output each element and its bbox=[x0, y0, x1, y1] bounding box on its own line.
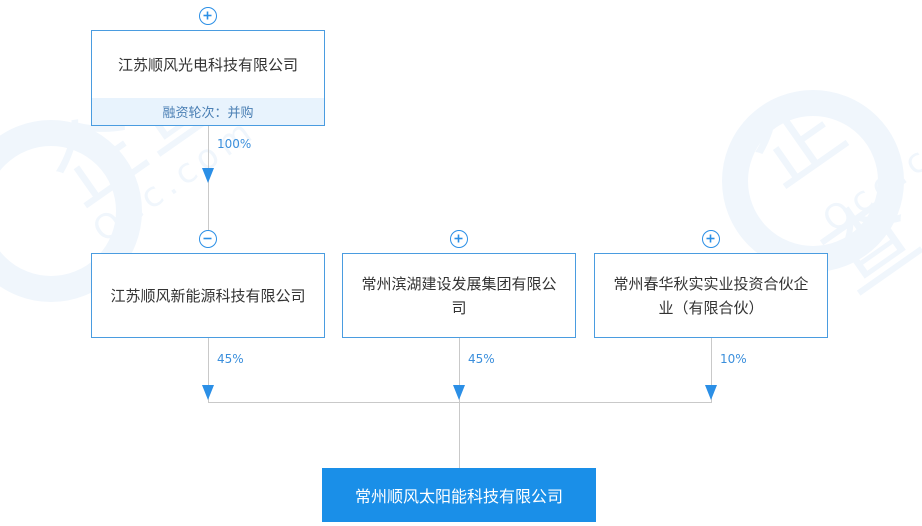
top-company-node[interactable]: 江苏顺风光电科技有限公司 融资轮次：并购 bbox=[91, 30, 325, 126]
connector-middle1-down bbox=[208, 338, 209, 402]
financing-round-tag: 融资轮次：并购 bbox=[92, 98, 324, 125]
arrow-to-target-2 bbox=[453, 385, 465, 400]
target-company-name[interactable]: 常州顺风太阳能科技有限公司 bbox=[354, 487, 563, 506]
target-company-node[interactable]: 常州顺风太阳能科技有限公司 bbox=[322, 468, 596, 522]
middle-company-node-1[interactable]: 江苏顺风新能源科技有限公司 bbox=[91, 253, 325, 338]
arrow-to-target-1 bbox=[202, 385, 214, 400]
connector-middle3-down bbox=[711, 338, 712, 402]
share-percent-top: 100% bbox=[217, 137, 252, 151]
top-company-name[interactable]: 江苏顺风光电科技有限公司 bbox=[117, 55, 298, 74]
connector-middle2-down bbox=[459, 338, 460, 468]
arrow-to-target-3 bbox=[705, 385, 717, 400]
plus-icon bbox=[454, 234, 463, 243]
expand-middle2-button[interactable] bbox=[450, 230, 468, 248]
collapse-middle1-button[interactable] bbox=[199, 230, 217, 248]
plus-icon bbox=[203, 11, 212, 20]
plus-icon bbox=[706, 234, 715, 243]
middle-company-name-2[interactable]: 常州滨湖建设发展集团有限公司 bbox=[361, 274, 557, 317]
watermark-logo-right bbox=[722, 90, 904, 272]
minus-icon bbox=[203, 237, 212, 240]
middle-company-name-1[interactable]: 江苏顺风新能源科技有限公司 bbox=[110, 286, 306, 305]
expand-middle3-button[interactable] bbox=[702, 230, 720, 248]
arrow-to-middle1 bbox=[202, 168, 214, 183]
share-percent-middle1: 45% bbox=[217, 352, 244, 366]
expand-top-company-button[interactable] bbox=[199, 7, 217, 25]
middle-company-node-2[interactable]: 常州滨湖建设发展集团有限公司 bbox=[342, 253, 576, 338]
share-percent-middle2: 45% bbox=[468, 352, 495, 366]
share-percent-middle3: 10% bbox=[720, 352, 747, 366]
middle-company-name-3[interactable]: 常州春华秋实实业投资合伙企业（有限合伙） bbox=[613, 274, 809, 317]
connector-horizontal bbox=[208, 402, 712, 403]
middle-company-node-3[interactable]: 常州春华秋实实业投资合伙企业（有限合伙） bbox=[594, 253, 828, 338]
